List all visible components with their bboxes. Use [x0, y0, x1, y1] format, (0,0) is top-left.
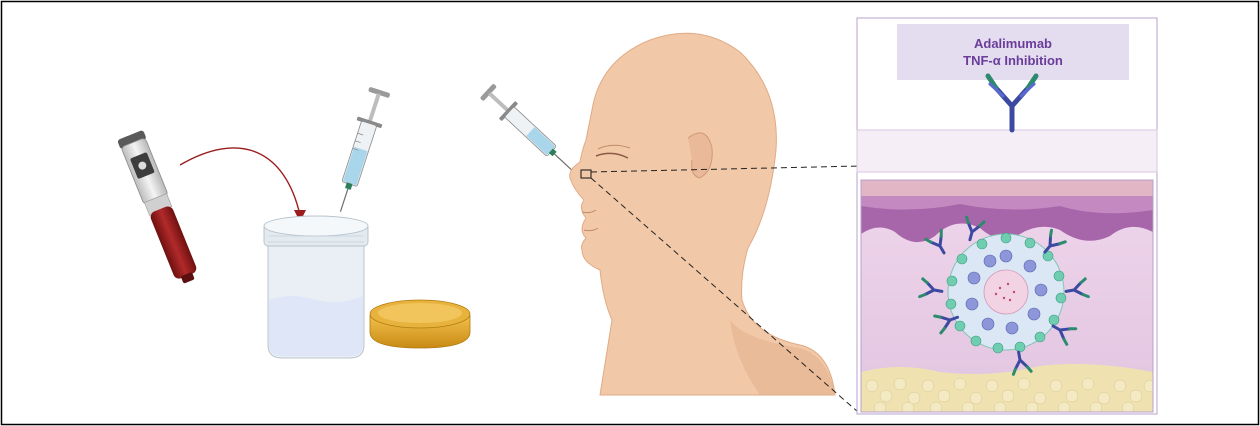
mechanism-text: TNF-α Inhibition — [963, 52, 1063, 69]
drug-name: Adalimumab — [974, 35, 1052, 52]
drug-label: Adalimumab TNF-α Inhibition — [897, 24, 1129, 80]
jar-cap-icon — [370, 300, 470, 348]
skin-cross-section-icon — [861, 180, 1156, 414]
powder-jar-icon — [264, 216, 368, 358]
